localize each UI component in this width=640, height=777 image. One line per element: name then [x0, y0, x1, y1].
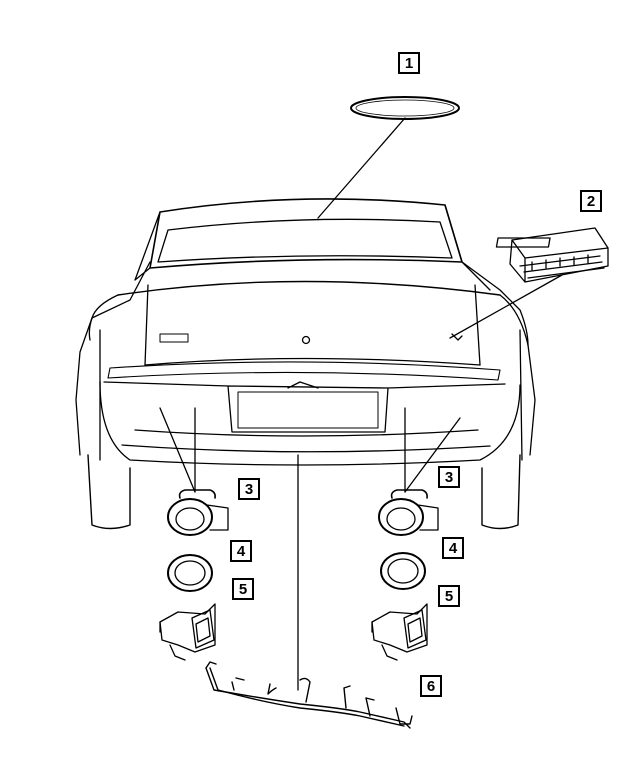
right-part-4-ring: [381, 553, 425, 589]
right-park-sensor-assembly: [372, 408, 460, 660]
callout-4-right: 4: [442, 537, 464, 559]
callout-5-right: 5: [438, 585, 460, 607]
callout-3-right: 3: [438, 466, 460, 488]
left-part-4-ring: [168, 555, 212, 591]
callout-6: 6: [420, 675, 442, 697]
left-park-sensor-assembly: [160, 408, 228, 660]
callout-2: 2: [580, 190, 602, 212]
left-part-5-bracket: [160, 604, 215, 660]
callout-3-left: 3: [238, 478, 260, 500]
part-1-oval-decal: [351, 97, 459, 119]
right-part-5-bracket: [372, 604, 427, 660]
part-6-wiring-harness: [206, 662, 412, 728]
callout-4-left: 4: [230, 540, 252, 562]
left-part-3-sensor: [168, 490, 228, 535]
leader-line-1: [318, 118, 405, 218]
leader-line-2: [450, 275, 562, 338]
right-part-3-sensor: [379, 490, 438, 535]
part-2-control-module: [496, 228, 608, 282]
callout-5-left: 5: [232, 578, 254, 600]
car-rear-body: [76, 199, 535, 529]
callout-1: 1: [398, 52, 420, 74]
